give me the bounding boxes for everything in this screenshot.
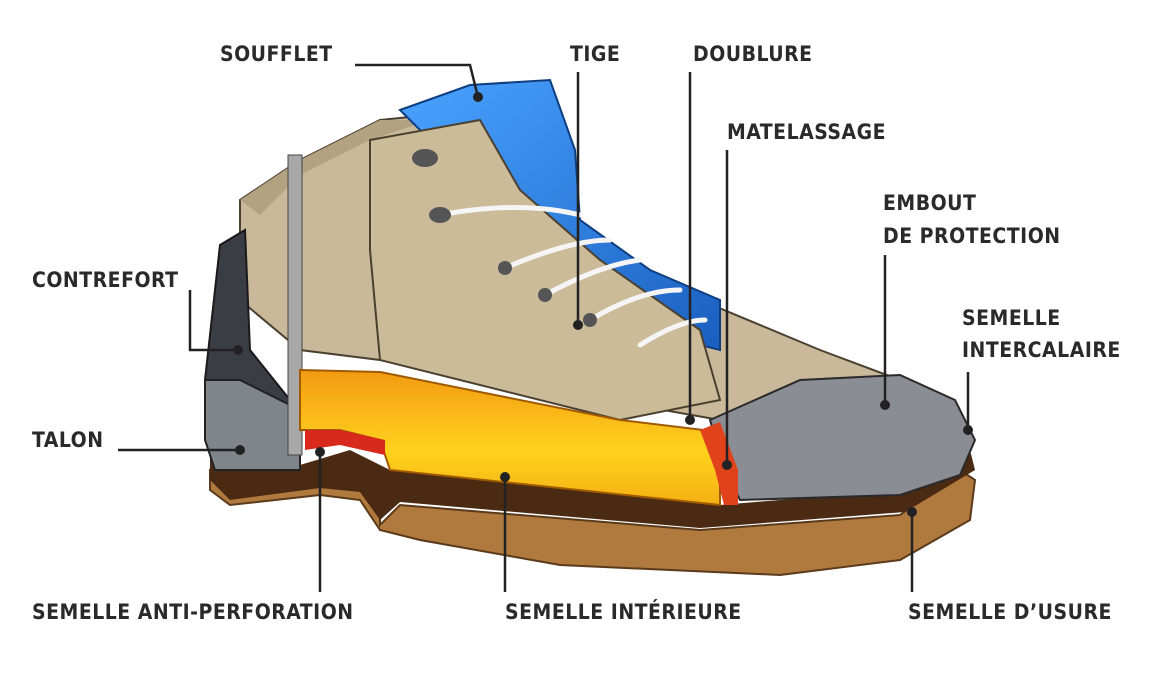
laces — [437, 205, 708, 348]
label-anti-perforation: SEMELLE ANTI-PERFORATION — [32, 600, 354, 624]
antiperforation-plate — [305, 430, 385, 455]
label-talon: TALON — [32, 428, 104, 452]
leader-contrefort — [188, 290, 238, 352]
leader-dots — [233, 92, 973, 517]
lining-toe-strip — [700, 422, 738, 505]
label-doublure: DOUBLURE — [693, 42, 813, 66]
leader-lines — [118, 63, 970, 592]
label-usure: SEMELLE D’USURE — [908, 600, 1112, 624]
label-matelassage: MATELASSAGE — [727, 120, 887, 144]
quarter-shape — [369, 118, 722, 422]
lining-cut — [287, 154, 303, 456]
eyelets — [412, 149, 597, 327]
collar-shape — [240, 120, 430, 215]
label-tige: TIGE — [570, 42, 621, 66]
heel-shape — [204, 379, 301, 471]
label-soufflet: SOUFFLET — [220, 42, 333, 66]
label-interieure: SEMELLE INTÉRIEURE — [505, 600, 742, 624]
label-embout-line1: EMBOUT — [883, 191, 977, 215]
label-intercalaire-line1: SEMELLE — [962, 306, 1061, 330]
label-intercalaire-line2: INTERCALAIRE — [962, 338, 1121, 362]
label-contrefort: CONTREFORT — [32, 268, 179, 292]
label-embout-line2: DE PROTECTION — [883, 224, 1061, 248]
leader-soufflet — [355, 63, 480, 98]
midsole-shape — [210, 430, 975, 528]
